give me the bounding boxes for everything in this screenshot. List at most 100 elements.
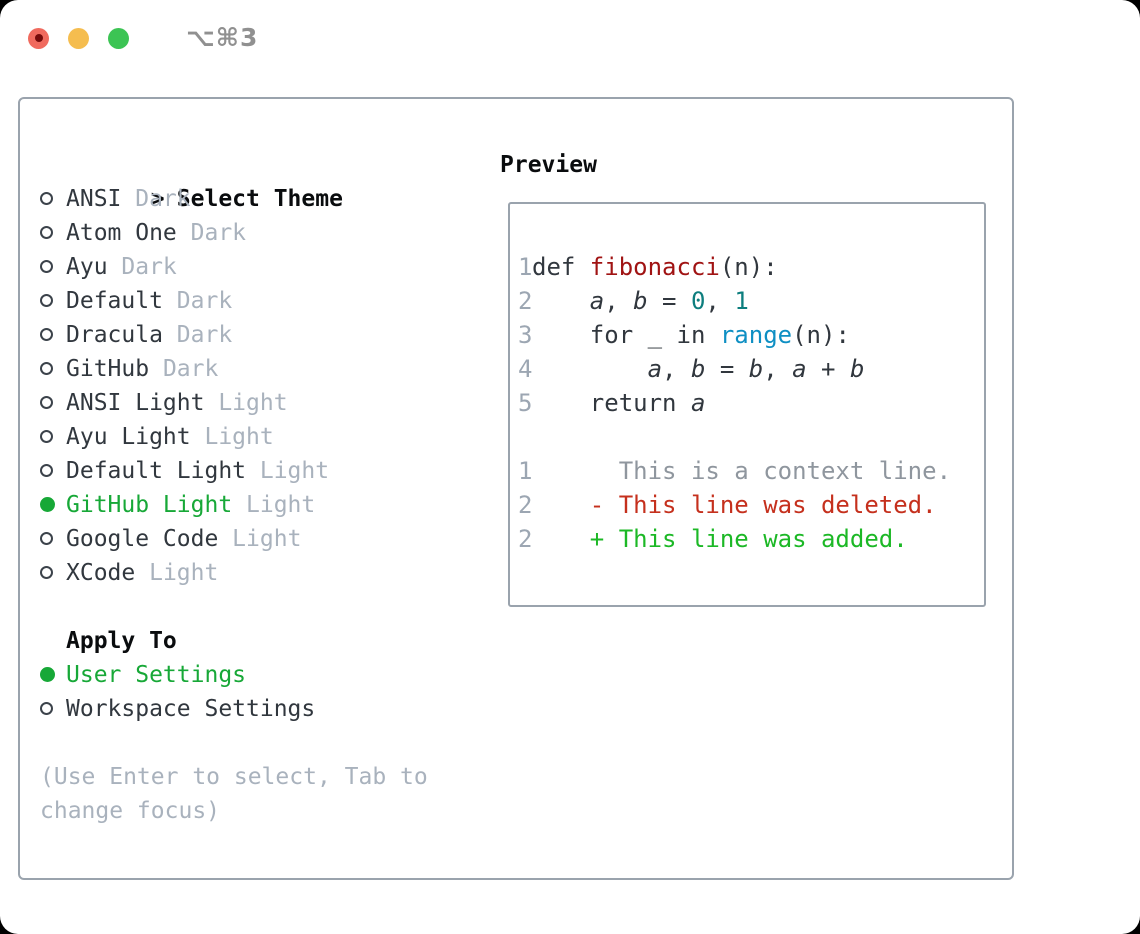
radio-icon xyxy=(40,430,53,443)
theme-variant: Light xyxy=(246,458,330,484)
token-var: a xyxy=(589,287,605,315)
deleted-line: 2 - This line was deleted. xyxy=(518,488,984,522)
theme-item-dracula-dark[interactable]: Dracula Dark xyxy=(40,318,510,352)
token-plain: return xyxy=(532,389,691,417)
token-plain: , xyxy=(763,355,793,383)
zoom-button[interactable] xyxy=(108,27,129,49)
theme-item-github-light-light[interactable]: GitHub Light Light xyxy=(40,488,510,522)
line-number: 4 xyxy=(518,355,533,383)
theme-name: Ayu xyxy=(66,254,108,280)
token-plain: (n): xyxy=(719,253,778,281)
close-button[interactable] xyxy=(28,27,49,49)
token-del: - This line was deleted. xyxy=(532,491,937,519)
token-var: b xyxy=(633,287,648,315)
theme-variant: Light xyxy=(204,390,288,416)
radio-icon xyxy=(40,328,53,341)
theme-item-ansi-light-light[interactable]: ANSI Light Light xyxy=(40,386,510,420)
line-number: 5 xyxy=(518,389,533,417)
theme-variant: Dark xyxy=(162,288,233,314)
minimize-button[interactable] xyxy=(68,27,89,49)
theme-item-default-dark[interactable]: Default Dark xyxy=(40,284,510,318)
theme-name: Dracula xyxy=(66,322,163,348)
theme-item-ayu-dark[interactable]: Ayu Dark xyxy=(40,250,510,284)
theme-variant: Light xyxy=(218,526,302,552)
theme-name: Google Code xyxy=(66,526,219,552)
theme-variant: Light xyxy=(190,424,274,450)
apply-option-label: Workspace Settings xyxy=(66,696,316,722)
theme-name: GitHub Light xyxy=(66,492,233,518)
theme-item-xcode-light[interactable]: XCode Light xyxy=(40,556,510,590)
radio-icon xyxy=(40,566,53,579)
theme-item-atom-one-dark[interactable]: Atom One Dark xyxy=(40,216,510,250)
window-title: ⌥⌘3 xyxy=(186,23,259,52)
theme-name: XCode xyxy=(66,560,136,586)
token-var: b xyxy=(748,355,764,383)
added-line: 2 + This line was added. xyxy=(518,522,984,556)
radio-icon xyxy=(40,260,53,273)
theme-variant: Dark xyxy=(162,322,233,348)
line-number: 2 xyxy=(518,525,533,553)
theme-item-github-dark[interactable]: GitHub Dark xyxy=(40,352,510,386)
theme-name: Default xyxy=(66,288,163,314)
token-plain xyxy=(532,287,590,315)
theme-variant: Dark xyxy=(176,220,247,246)
prompt-icon: > xyxy=(150,186,165,212)
theme-variant: Light xyxy=(232,492,316,518)
token-add: + This line was added. xyxy=(532,525,908,553)
window-titlebar: ⌥⌘3 xyxy=(28,23,259,52)
token-var: a xyxy=(647,355,663,383)
radio-icon xyxy=(40,362,53,375)
theme-name: ANSI xyxy=(66,186,122,212)
token-plain: , xyxy=(662,355,691,383)
radio-icon xyxy=(40,702,53,715)
token-var: b xyxy=(849,355,865,383)
line-number: 2 xyxy=(518,491,533,519)
selected-radio-icon xyxy=(40,497,55,512)
theme-name: Default Light xyxy=(66,458,247,484)
token-plain: (n): xyxy=(792,321,850,349)
select-theme-header: >Select Theme xyxy=(40,148,510,212)
code-line: 2 a, b = 0, 1 xyxy=(518,284,984,318)
token-plain: , xyxy=(705,287,735,315)
line-number: 3 xyxy=(518,321,533,349)
theme-variant: Dark xyxy=(107,254,177,280)
apply-to-header: Apply To xyxy=(66,628,177,654)
radio-icon xyxy=(40,226,53,239)
token-plain: = xyxy=(705,355,749,383)
token-num: 0 xyxy=(690,287,706,315)
token-var: a xyxy=(690,389,706,417)
radio-icon xyxy=(40,192,53,205)
line-number: 1 xyxy=(518,253,533,281)
apply-option-workspace-settings[interactable]: Workspace Settings xyxy=(40,692,510,726)
token-builtin: range xyxy=(719,321,793,349)
token-num: 1 xyxy=(734,287,749,315)
token-plain: def xyxy=(532,253,590,281)
line-number: 1 xyxy=(518,457,533,485)
hint-text: (Use Enter to select, Tab to change focu… xyxy=(40,760,510,828)
theme-item-ansi-dark[interactable]: ANSI Dark xyxy=(40,182,510,216)
code-line: 4 a, b = b, a + b xyxy=(518,352,984,386)
hint-line-2: change focus) xyxy=(40,798,221,824)
code-line: 1def fibonacci(n): xyxy=(518,250,984,284)
theme-item-google-code-light[interactable]: Google Code Light xyxy=(40,522,510,556)
token-var: a xyxy=(792,355,807,383)
token-ctx: This is a context line. xyxy=(532,457,952,485)
token-plain: + xyxy=(806,355,850,383)
apply-option-user-settings[interactable]: User Settings xyxy=(40,658,510,692)
apply-option-label: User Settings xyxy=(66,662,247,688)
theme-name: ANSI Light xyxy=(66,390,205,416)
theme-item-ayu-light-light[interactable]: Ayu Light Light xyxy=(40,420,510,454)
theme-name: Atom One xyxy=(66,220,177,246)
close-button-dot-icon xyxy=(34,34,43,42)
token-fn: fibonacci xyxy=(589,253,720,281)
code-line: 3 for _ in range(n): xyxy=(518,318,984,352)
theme-item-default-light-light[interactable]: Default Light Light xyxy=(40,454,510,488)
preview-header: Preview xyxy=(500,152,597,178)
theme-name: GitHub xyxy=(66,356,150,382)
blank-line xyxy=(518,420,984,454)
radio-icon xyxy=(40,396,53,409)
radio-icon xyxy=(40,294,53,307)
